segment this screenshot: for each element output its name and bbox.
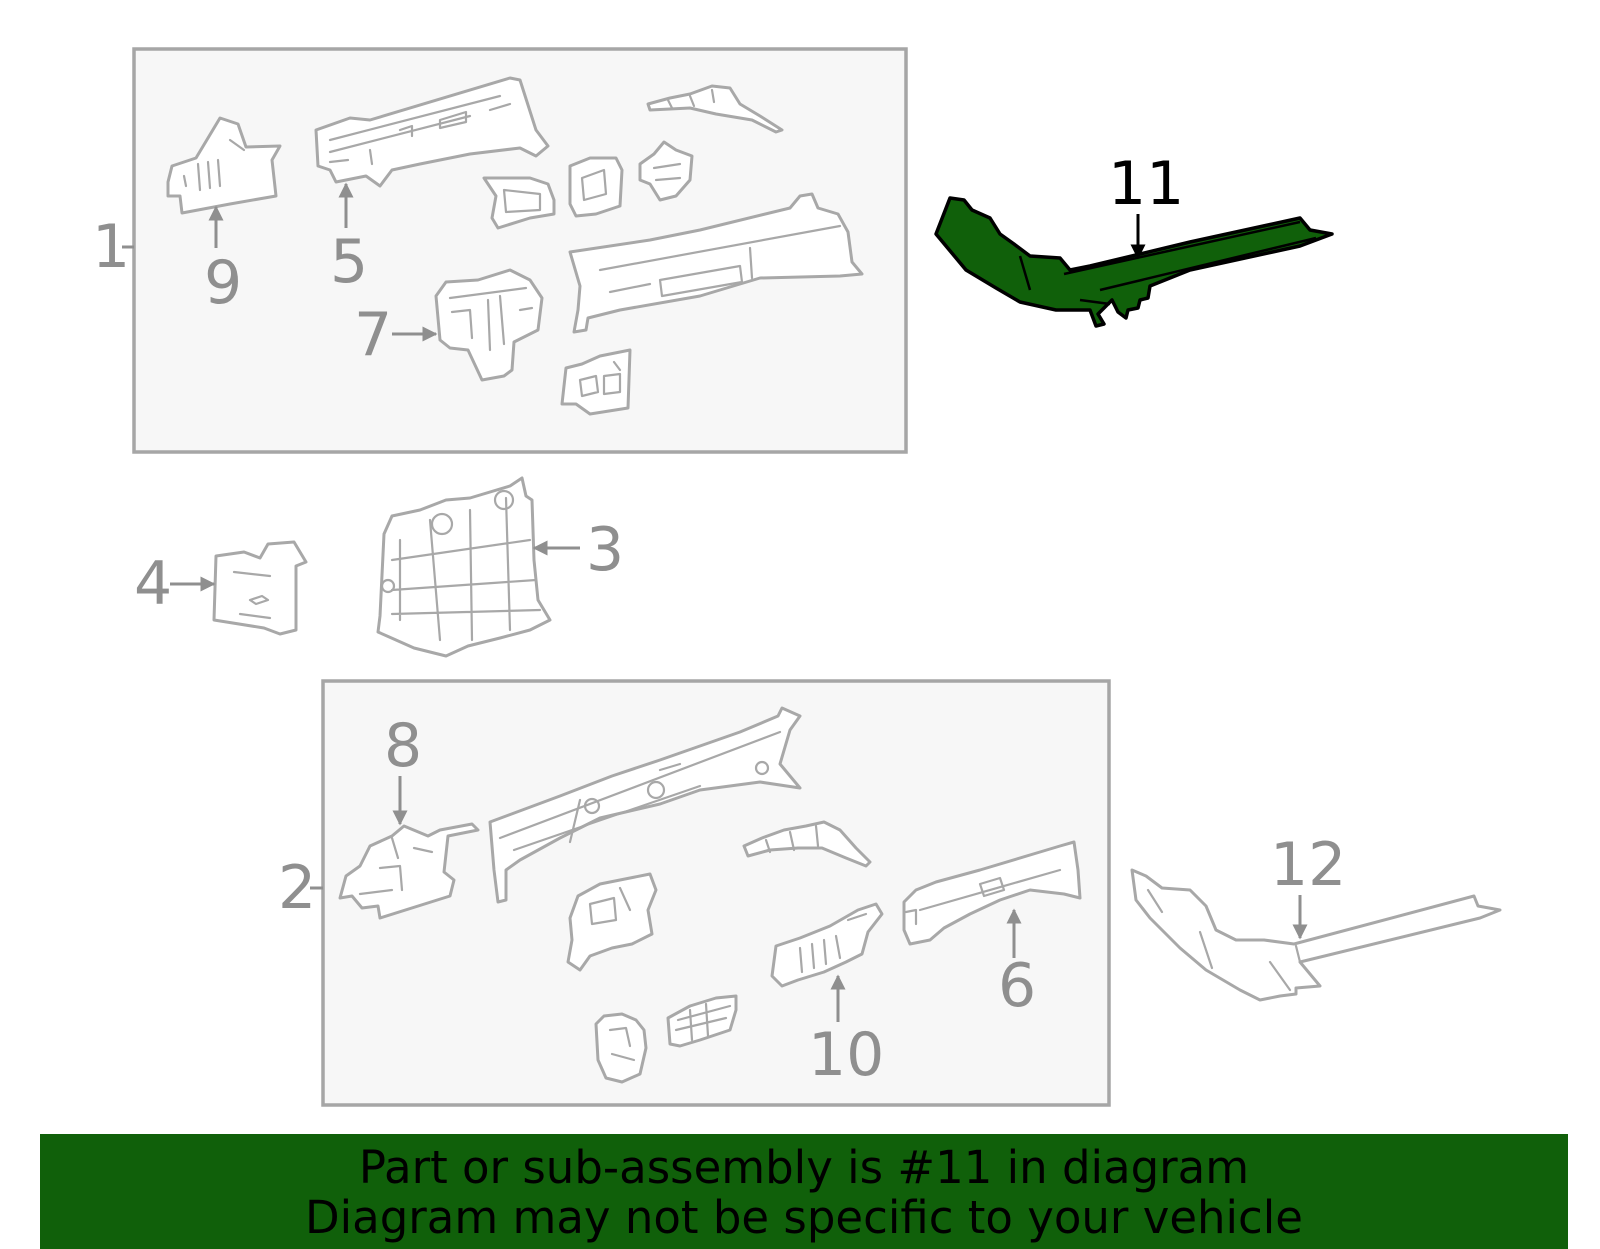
- part-unlabeled-upper-bracket-box2: [742, 820, 872, 868]
- part-4-drawing: [212, 540, 308, 636]
- part-11-drawing-highlighted: [934, 196, 1334, 328]
- banner-line-1: Part or sub-assembly is #11 in diagram: [358, 1141, 1250, 1194]
- part-12-drawing: [1130, 868, 1502, 1002]
- callout-1: 1: [92, 212, 130, 282]
- callout-11: 11: [1108, 149, 1184, 219]
- callout-4: 4: [134, 549, 172, 619]
- part-unlabeled-small-bracket-a: [482, 176, 556, 230]
- callout-10: 10: [808, 1020, 884, 1090]
- part-5-drawing: [314, 76, 550, 188]
- part-9-drawing: [166, 116, 282, 215]
- part-unlabeled-lower-bracket: [560, 348, 632, 416]
- part-unlabeled-long-rail: [568, 192, 864, 334]
- callout-12: 12: [1270, 830, 1346, 900]
- callout-2: 2: [278, 853, 316, 923]
- part-unlabeled-front-side-member: [488, 706, 802, 904]
- part-unlabeled-lower-bracket-box2-a: [566, 872, 658, 972]
- callout-8: 8: [384, 711, 422, 781]
- part-unlabeled-lower-bracket-box2-c: [666, 994, 738, 1048]
- part-unlabeled-top-right-bracket: [646, 84, 784, 134]
- part-unlabeled-lower-bracket-box2-b: [594, 1012, 648, 1084]
- callout-6: 6: [998, 951, 1036, 1021]
- callout-5: 5: [330, 227, 368, 297]
- part-6-drawing: [902, 840, 1082, 946]
- callout-7: 7: [354, 300, 392, 370]
- callout-9: 9: [204, 248, 242, 318]
- part-7-drawing: [434, 268, 544, 382]
- info-banner: Part or sub-assembly is #11 in diagram D…: [40, 1134, 1568, 1249]
- part-unlabeled-small-bracket-b: [568, 156, 624, 218]
- part-3-drawing: [376, 476, 552, 658]
- part-10-drawing: [770, 902, 884, 988]
- part-unlabeled-small-bracket-c: [638, 140, 694, 202]
- callout-3: 3: [586, 515, 624, 585]
- banner-line-2: Diagram may not be specific to your vehi…: [305, 1191, 1303, 1244]
- part-8-drawing: [338, 822, 480, 920]
